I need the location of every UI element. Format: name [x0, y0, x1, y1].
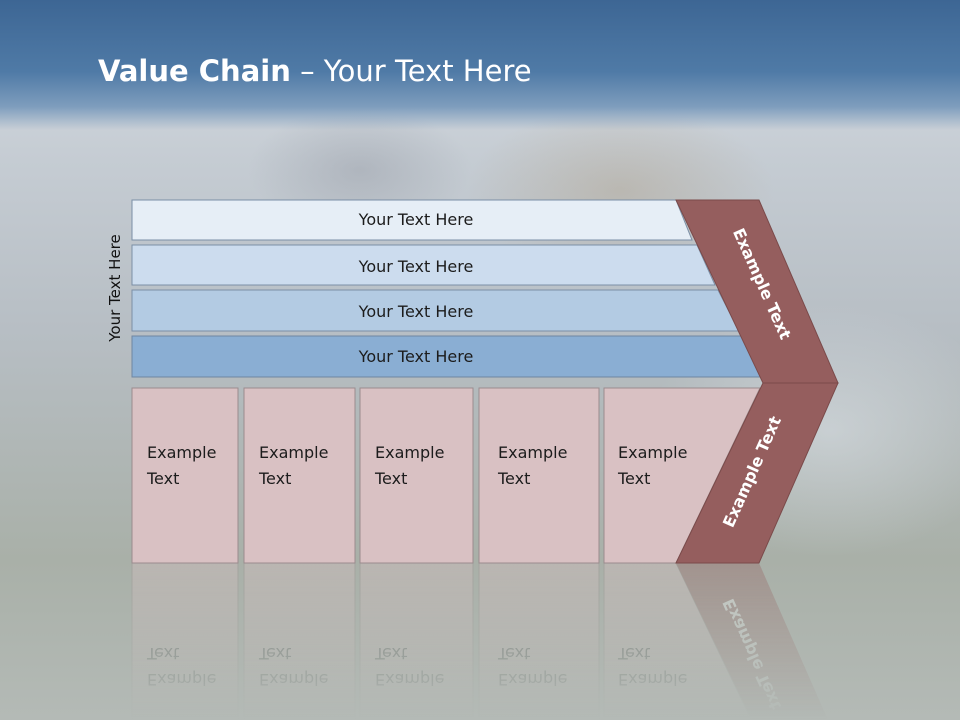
boxes-group: Example Text Example Text Example Text E… [131, 387, 761, 564]
example-box-2 [243, 387, 356, 564]
slide-title-bold: Value Chain [98, 54, 291, 88]
bar-1 [131, 199, 693, 241]
example-box-2-line1: Example [259, 443, 328, 462]
bar-2-label: Your Text Here [358, 257, 474, 276]
chevron-group: Example Text Example Text [675, 199, 839, 564]
slide-title: Value Chain – Your Text Here [98, 54, 532, 88]
reflection-text: Example [147, 670, 216, 689]
example-box-1-line1: Example [147, 443, 216, 462]
title-band [0, 0, 960, 130]
slide-title-rest: – Your Text Here [290, 54, 532, 88]
reflection-text: Example [375, 670, 444, 689]
bars-group: Your Text Here Your Text Here Your Text … [131, 199, 764, 378]
example-box-3-line2: Text [374, 469, 407, 488]
example-box-4-line1: Example [498, 443, 567, 462]
example-box-5-line2: Text [617, 469, 650, 488]
example-box-3-line1: Example [375, 443, 444, 462]
reflection-text: Text [146, 644, 179, 663]
example-box-1-line2: Text [146, 469, 179, 488]
reflection-text: Text [617, 644, 650, 663]
reflection-text: Text [374, 644, 407, 663]
example-box-1 [131, 387, 239, 564]
reflection-text: Text [497, 644, 530, 663]
example-box-4-line2: Text [497, 469, 530, 488]
reflection-text: Text [258, 644, 291, 663]
reflection: Text Example Text Example Text Example T… [131, 562, 828, 720]
example-box-5-line1: Example [618, 443, 687, 462]
bar-4-label: Your Text Here [358, 347, 474, 366]
reflection-text: Example [259, 670, 328, 689]
chevron-lower [675, 382, 839, 564]
bar-3-label: Your Text Here [358, 302, 474, 321]
bar-2 [131, 244, 716, 286]
example-box-4 [478, 387, 600, 564]
reflection-text: Example [618, 670, 687, 689]
example-box-3 [359, 387, 474, 564]
bar-1-label: Your Text Here [358, 210, 474, 229]
example-box-2-line2: Text [258, 469, 291, 488]
reflection-text: Example [498, 670, 567, 689]
